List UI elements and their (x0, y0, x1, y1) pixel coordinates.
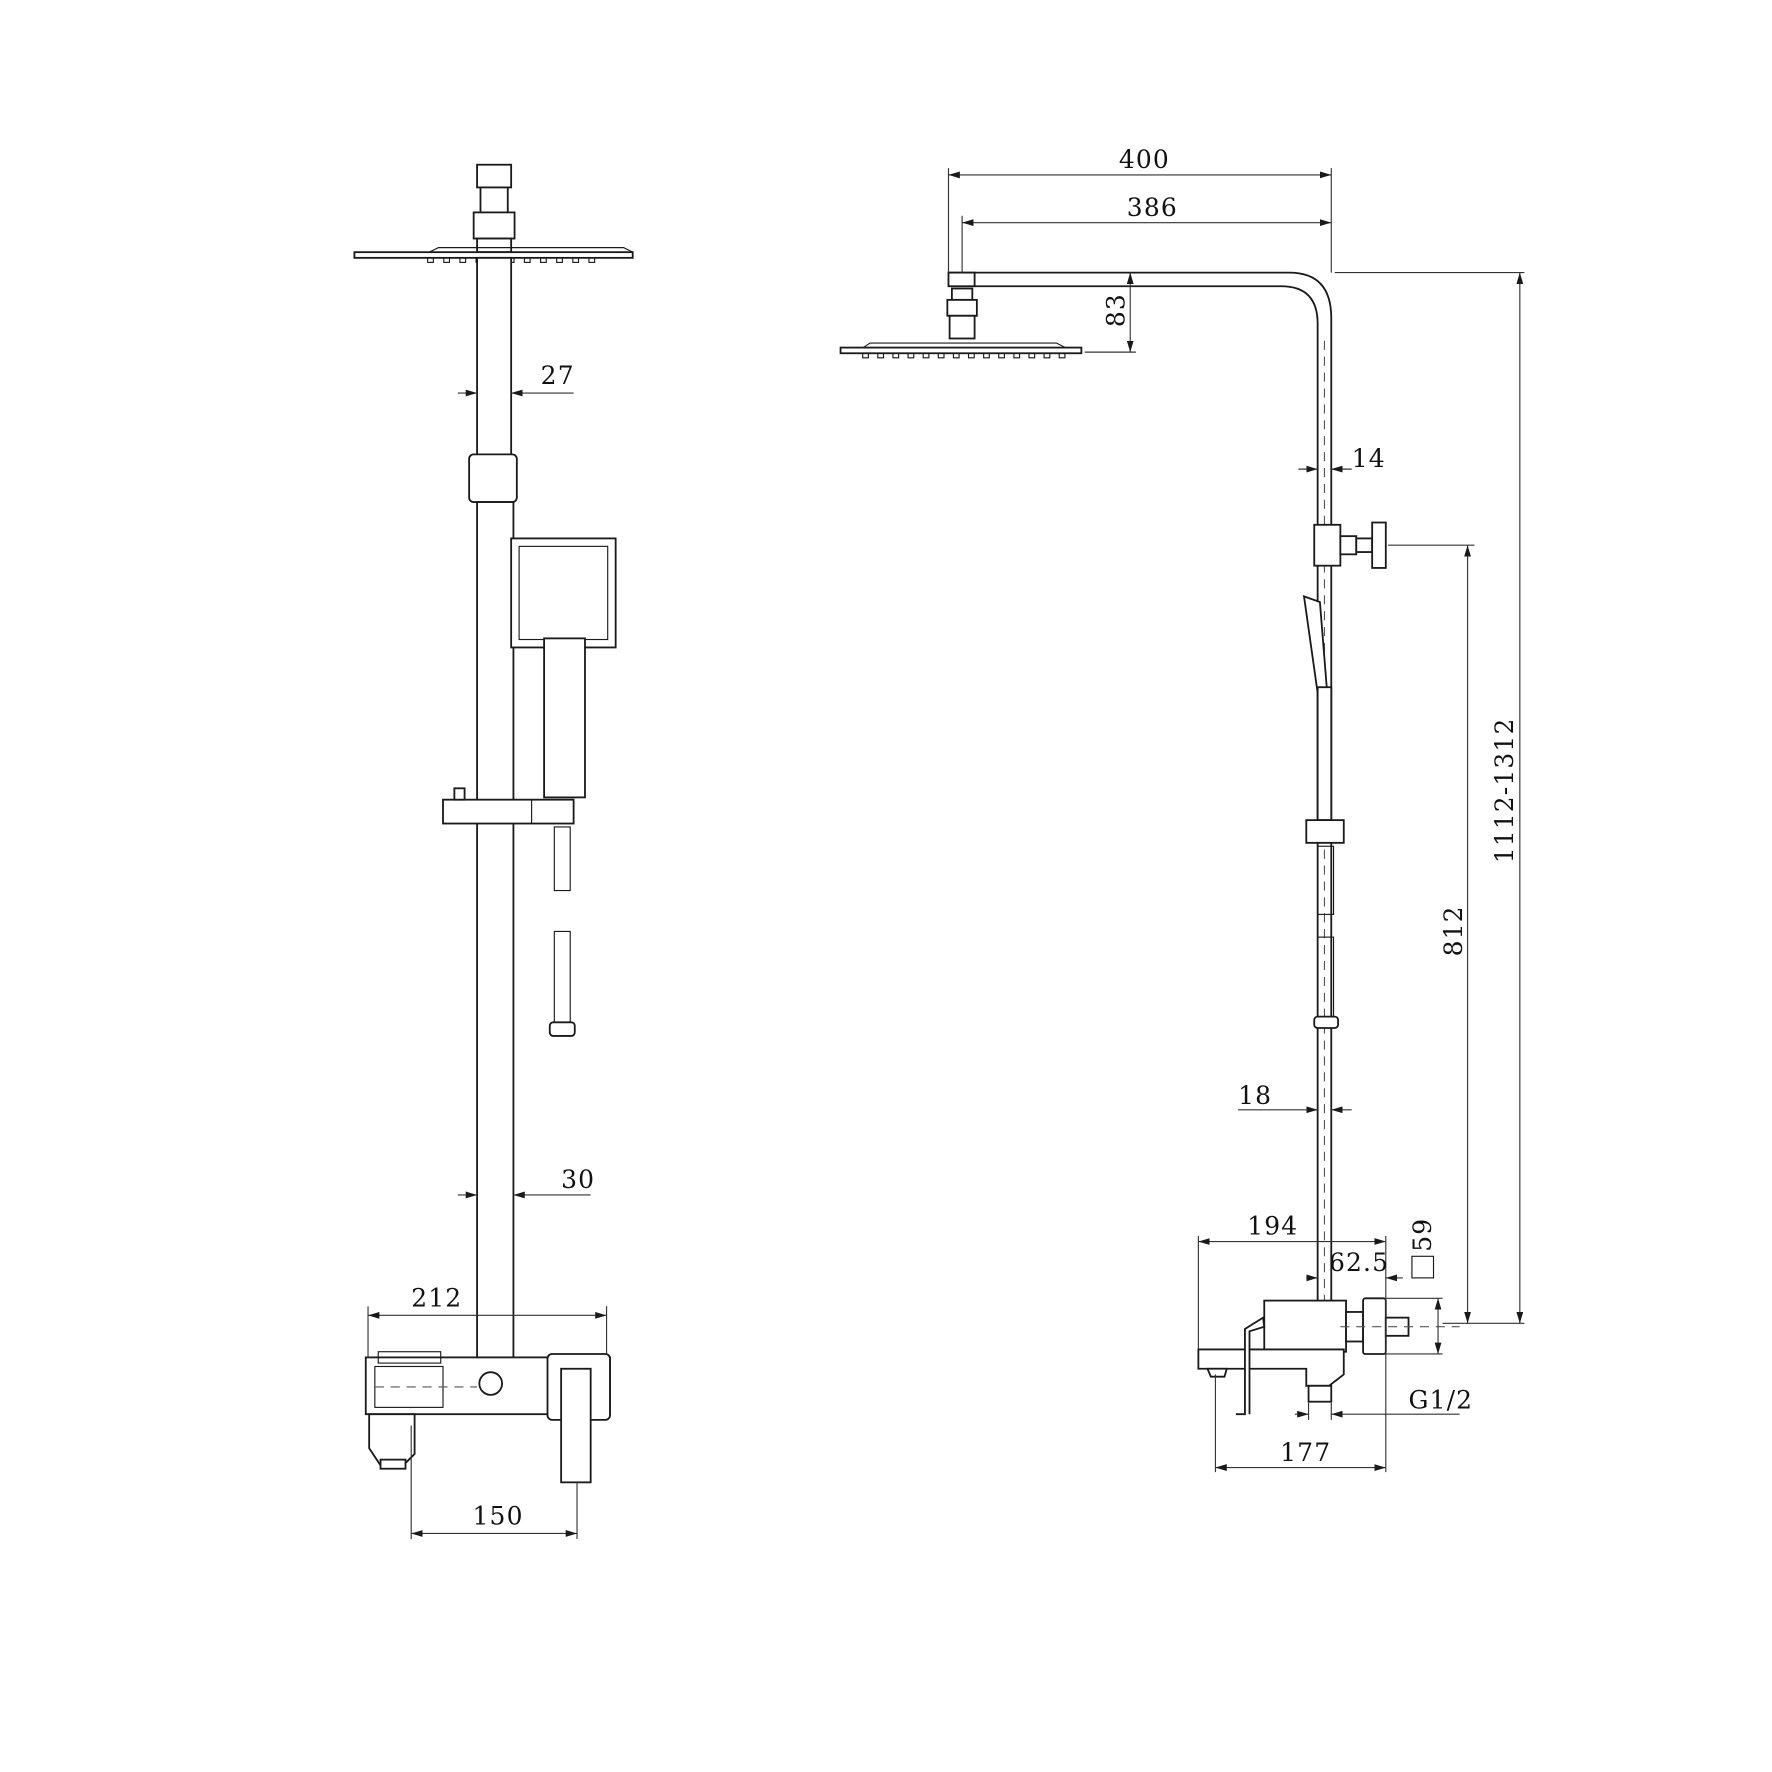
dim-27: 27 (457, 361, 575, 397)
shower-hose (548, 826, 576, 1037)
dim-label: 386 (1127, 193, 1178, 222)
nozzle (1058, 352, 1066, 359)
dim-label: 30 (561, 1165, 595, 1194)
nozzle (556, 257, 563, 263)
dim-label: G1/2 (1409, 1386, 1474, 1415)
upper-pipe (476, 256, 513, 458)
height-adjust-collar (468, 453, 518, 503)
dim-1112-1312: 1112-1312 (1334, 272, 1525, 1324)
nozzle (588, 257, 596, 263)
nozzle (443, 257, 451, 263)
dim-label: 14 (1352, 444, 1386, 473)
shower-arm (947, 271, 1333, 1341)
nozzle (1043, 352, 1051, 359)
nozzle (892, 352, 900, 359)
dim-83: 83 (1084, 272, 1136, 353)
nozzle (937, 352, 945, 359)
dim-label: 194 (1247, 1212, 1298, 1241)
diverter-knob (478, 1371, 503, 1396)
nozzle (862, 352, 869, 359)
dim-812: 812 (1388, 544, 1475, 1324)
rain-shower-head-side (839, 287, 1083, 359)
dim-400: 400 (947, 145, 1332, 273)
dim-59: 59 (1385, 1218, 1443, 1355)
dim-177: 177 (1214, 1374, 1386, 1473)
lower-pipe (476, 501, 515, 1359)
dim-label: 83 (1102, 293, 1131, 327)
nozzle (967, 352, 975, 359)
dim-label: 18 (1238, 1081, 1272, 1110)
hand-shower-side (1302, 594, 1345, 1029)
dim-label: 59 (1408, 1218, 1437, 1252)
nozzle (540, 257, 547, 263)
dim-label: 177 (1280, 1438, 1331, 1467)
dim-label: 1112-1312 (1490, 718, 1519, 864)
nozzle (998, 352, 1006, 359)
nozzle (907, 352, 915, 359)
dim-30: 30 (457, 1165, 595, 1199)
dim-g1-2: G1/2 (1294, 1386, 1474, 1420)
dim-label: 212 (411, 1283, 462, 1312)
front-view: 27 30 212 150 (353, 163, 634, 1540)
dim-62-5: 62.5 (1306, 1248, 1403, 1282)
slide-bracket (442, 787, 575, 825)
rain-shower-head (353, 247, 634, 263)
mixer-front (364, 1351, 611, 1484)
nozzle (427, 257, 434, 263)
dim-212: 212 (367, 1283, 608, 1358)
nozzle (523, 257, 531, 263)
nozzle (1028, 352, 1036, 359)
dim-194: 194 (1197, 1212, 1387, 1473)
nozzle (877, 352, 885, 359)
mixer-side (1197, 1297, 1460, 1416)
dim-label: 400 (1119, 145, 1170, 174)
overhead-connector (472, 163, 516, 254)
dim-label: 150 (473, 1501, 524, 1530)
dim-18: 18 (1238, 1081, 1352, 1114)
nozzle (952, 352, 960, 359)
hand-shower (510, 537, 617, 799)
dim-14: 14 (1298, 444, 1385, 473)
dim-label: 27 (541, 361, 575, 390)
square-symbol-icon (1411, 1255, 1435, 1279)
nozzle (922, 352, 930, 359)
side-view: 400 386 83 14 1112-1312 812 (839, 145, 1525, 1473)
nozzle (459, 257, 467, 263)
wall-bracket (1313, 521, 1387, 569)
nozzle (1013, 352, 1021, 359)
dim-386: 386 (961, 193, 1332, 273)
nozzle (983, 352, 990, 359)
dim-label: 812 (1439, 905, 1468, 956)
nozzle (572, 257, 580, 263)
dim-label: 62.5 (1329, 1248, 1389, 1277)
dim-150: 150 (410, 1425, 578, 1540)
